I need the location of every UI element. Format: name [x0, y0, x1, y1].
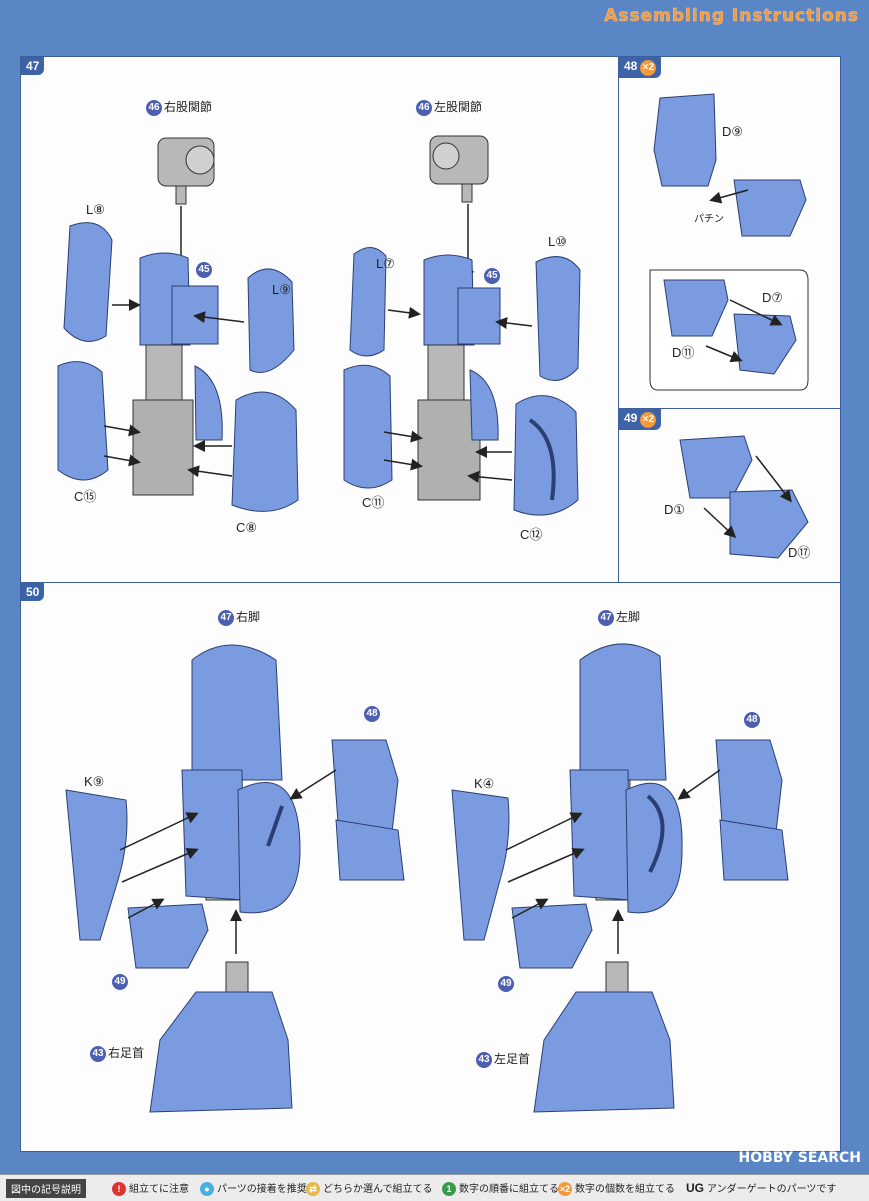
step-ref-icon: 43 [90, 1045, 106, 1062]
left-ankle-part [533, 961, 675, 1113]
step-48-badge: 48×2 [619, 57, 662, 78]
label-l8: L⑧ [86, 202, 105, 217]
part-c12-shell [513, 395, 579, 516]
step-ref-icon: 43 [476, 1051, 492, 1068]
step-ref-icon: 46 [146, 99, 162, 116]
label-k4: K④ [474, 776, 495, 791]
part-k4 [451, 789, 510, 941]
undergate-icon: UG [686, 1181, 704, 1195]
multiplier-icon: ×2 [558, 1182, 572, 1197]
step-ref-49-right: 49 [112, 974, 130, 990]
step-ref-48-right: 48 [364, 706, 382, 722]
part-d9-mate [733, 179, 807, 237]
legend-title: 図中の記号説明 [6, 1179, 86, 1198]
step-47-badge: 47 [21, 57, 45, 75]
step-ref-icon: 45 [484, 268, 500, 284]
step-ref-icon: 49 [498, 976, 514, 992]
part-c15-shell [57, 361, 109, 481]
part-d9 [653, 93, 717, 187]
left-hip-joint-part [429, 135, 489, 203]
step-ref-icon: 47 [598, 609, 614, 626]
part-c8-shell [231, 391, 299, 512]
step-48-number: 48 [624, 59, 638, 73]
legend-choose: ⇄どちらか選んで組立てる [306, 1180, 433, 1197]
snap-sound-text: パチン [694, 214, 724, 225]
right-hip-joint-part [157, 137, 215, 205]
step-ref-icon: 49 [112, 974, 128, 990]
symbol-legend: 図中の記号説明 !組立てに注意 ●パーツの接着を推奨 ⇄どちらか選んで組立てる … [0, 1174, 869, 1201]
label-l10: L⑩ [548, 234, 567, 249]
glue-drop-icon: ● [200, 1182, 214, 1197]
right-leg-assembly [181, 644, 301, 914]
part-l10-shell [535, 256, 581, 381]
label-l7: L⑦ [376, 256, 395, 271]
multiplier-icon: ×2 [640, 60, 657, 76]
part-49-right [127, 903, 209, 969]
step-ref-icon: 47 [218, 609, 234, 626]
step-ref-49-left: 49 [498, 976, 516, 992]
brand-watermark: HOBBY SEARCH [738, 1150, 861, 1166]
step-ref-45-a: 45 [196, 262, 214, 278]
step-49-badge: 49×2 [619, 409, 662, 430]
right-leg-frame [132, 252, 223, 496]
part-49-left [511, 903, 593, 969]
multiplier-icon: ×2 [640, 412, 657, 428]
label-c8: C⑧ [236, 520, 258, 535]
right-ankle-part [149, 961, 293, 1113]
label-c15: C⑮ [74, 489, 97, 504]
label-l9: L⑨ [272, 282, 291, 297]
label-k9: K⑨ [84, 774, 105, 789]
step-50-badge: 50 [21, 583, 45, 601]
legend-caution: !組立てに注意 [112, 1180, 189, 1197]
label-d7: D⑦ [762, 290, 784, 305]
step-ref-icon: 46 [416, 99, 432, 116]
step-ref-icon: 45 [196, 262, 212, 278]
caution-icon: ! [112, 1182, 126, 1197]
part-k9 [65, 789, 128, 941]
header-title: Assembling Instructions [604, 6, 859, 27]
order-number-icon: 1 [442, 1182, 456, 1197]
label-d17: D⑰ [788, 545, 811, 560]
step-49-number: 49 [624, 411, 638, 425]
part-d1 [679, 435, 753, 499]
step-ref-45-b: 45 [484, 268, 502, 284]
step-ref-48-left: 48 [744, 712, 762, 728]
label-c12: C⑫ [520, 527, 543, 542]
part-c11-shell [343, 364, 393, 489]
part-l8-shell [63, 222, 113, 342]
label-d1: D① [664, 502, 686, 517]
legend-glue: ●パーツの接着を推奨 [200, 1180, 307, 1197]
part-l9-shell [247, 268, 295, 373]
left-leg-frame [417, 254, 501, 501]
step-ref-icon: 48 [744, 712, 760, 728]
choose-icon: ⇄ [306, 1182, 320, 1197]
label-c11: C⑪ [362, 495, 385, 510]
part-d7 [663, 279, 729, 337]
label-d11: D⑪ [672, 345, 695, 360]
step-ref-icon: 48 [364, 706, 380, 722]
part-l7-shell [349, 247, 387, 357]
label-d9: D⑨ [722, 124, 744, 139]
left-leg-assembly [569, 643, 683, 914]
